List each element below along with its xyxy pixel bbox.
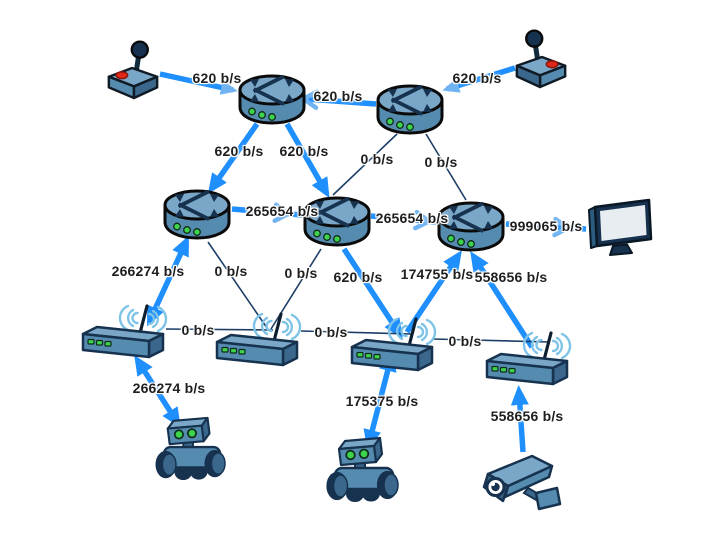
node-wap-1[interactable] bbox=[80, 300, 174, 362]
node-joystick-1[interactable] bbox=[104, 38, 162, 100]
node-router-5[interactable] bbox=[435, 199, 507, 255]
link-router-3-wap-2 bbox=[207, 241, 268, 329]
node-monitor-1[interactable] bbox=[583, 194, 657, 256]
monitor-icon bbox=[583, 194, 657, 256]
node-wap-4[interactable] bbox=[484, 327, 578, 389]
wap-icon bbox=[484, 327, 578, 389]
link-wap-2-wap-3 bbox=[300, 330, 413, 335]
link-router-2-router-4 bbox=[332, 133, 398, 196]
router-icon bbox=[161, 187, 233, 243]
node-router-2[interactable] bbox=[374, 82, 446, 138]
router-icon bbox=[435, 199, 507, 255]
flow-chevron-icon bbox=[413, 209, 432, 231]
link-wap-3-wap-4 bbox=[432, 338, 550, 343]
flow-chevron-icon bbox=[272, 202, 291, 223]
router-icon bbox=[236, 72, 308, 128]
link-wap-4-router-5 bbox=[470, 251, 535, 349]
link-wap-3-robot-2 bbox=[363, 351, 397, 450]
node-router-3[interactable] bbox=[161, 187, 233, 243]
link-router-4-wap-3 bbox=[341, 247, 403, 339]
link-router-3-wap-1 bbox=[147, 235, 189, 327]
camera-icon bbox=[478, 446, 564, 516]
wap-icon bbox=[80, 300, 174, 362]
router-icon bbox=[301, 194, 373, 250]
node-camera-1[interactable] bbox=[478, 446, 564, 516]
joystick-icon bbox=[104, 38, 162, 100]
node-wap-3[interactable] bbox=[349, 313, 443, 375]
link-wap-1-robot-1 bbox=[134, 355, 181, 428]
link-joystick-2-router-2 bbox=[442, 65, 516, 93]
link-camera-1-wap-4 bbox=[510, 385, 529, 453]
robot-icon bbox=[324, 436, 404, 504]
wap-icon bbox=[349, 313, 443, 375]
node-router-4[interactable] bbox=[301, 194, 373, 250]
wap-icon bbox=[214, 308, 308, 370]
node-robot-1[interactable] bbox=[153, 416, 231, 482]
link-router-1-router-3 bbox=[207, 122, 260, 194]
robot-icon bbox=[153, 416, 231, 482]
link-router-2-router-5 bbox=[425, 133, 467, 201]
node-robot-2[interactable] bbox=[324, 436, 404, 504]
node-joystick-2[interactable] bbox=[512, 26, 570, 90]
node-router-1[interactable] bbox=[236, 72, 308, 128]
link-joystick-1-router-1 bbox=[159, 71, 238, 95]
link-router-1-router-4 bbox=[284, 122, 330, 199]
link-router-2-router-1 bbox=[305, 96, 377, 107]
router-icon bbox=[374, 82, 446, 138]
joystick-icon bbox=[512, 26, 570, 90]
node-wap-2[interactable] bbox=[214, 308, 308, 370]
flow-chevron-icon bbox=[552, 216, 571, 238]
link-router-5-monitor-1 bbox=[505, 221, 587, 232]
